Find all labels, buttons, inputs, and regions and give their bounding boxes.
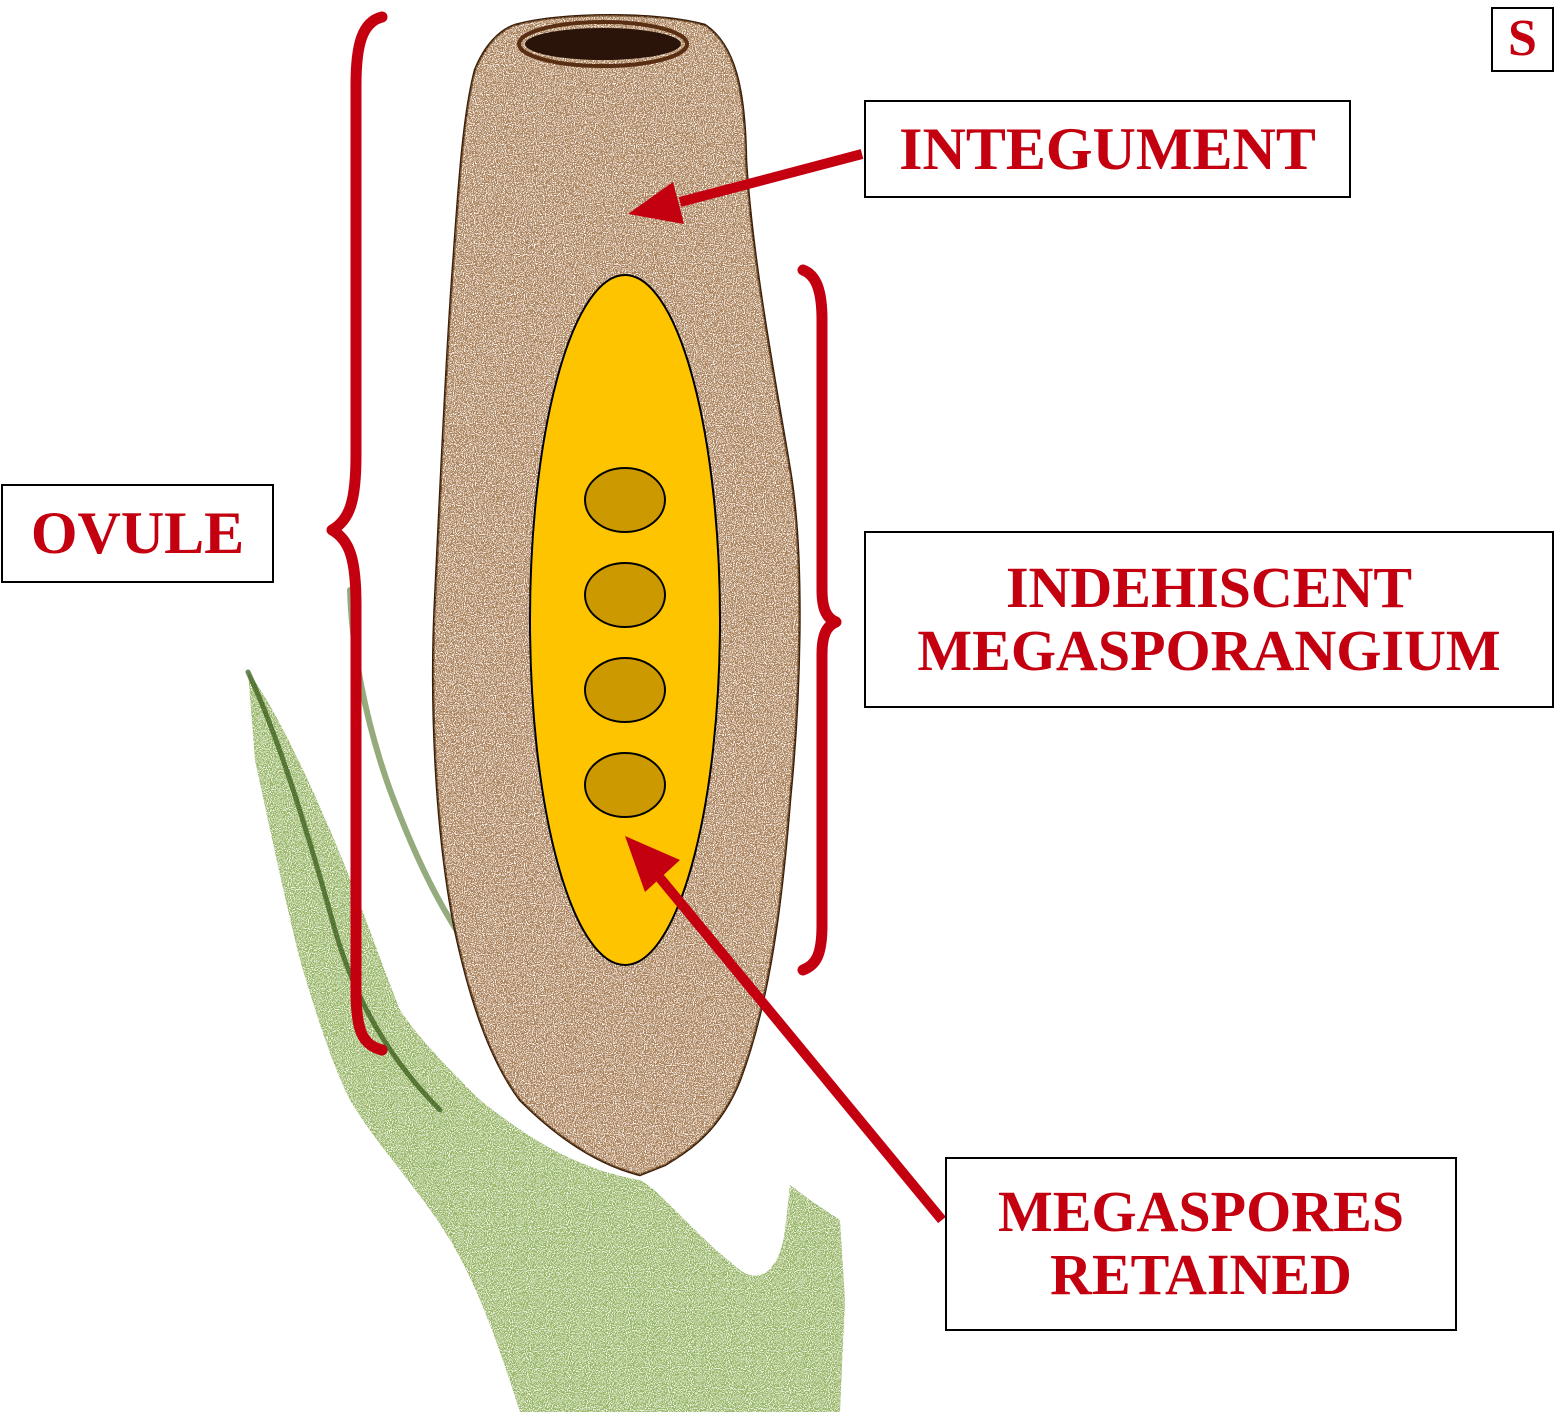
integument-label: INTEGUMENT bbox=[864, 100, 1351, 198]
megasporangium-label-line2: MEGASPORANGIUM bbox=[917, 620, 1500, 683]
megaspore bbox=[585, 658, 665, 722]
megaspores-label: MEGASPORES RETAINED bbox=[945, 1157, 1457, 1331]
megaspore bbox=[585, 468, 665, 532]
megasporangium-bracket bbox=[803, 270, 836, 970]
corner-badge-text: S bbox=[1508, 11, 1537, 67]
megaspores-label-line2: RETAINED bbox=[1050, 1244, 1352, 1307]
ovule-label: OVULE bbox=[1, 484, 274, 583]
megasporangium-label: INDEHISCENT MEGASPORANGIUM bbox=[864, 531, 1554, 708]
megaspore bbox=[585, 563, 665, 627]
micropyle bbox=[525, 28, 681, 60]
ovule-label-text: OVULE bbox=[31, 501, 244, 566]
megasporangium-label-line1: INDEHISCENT bbox=[1006, 557, 1412, 620]
integument-label-text: INTEGUMENT bbox=[899, 117, 1316, 182]
megaspore bbox=[585, 753, 665, 817]
corner-badge: S bbox=[1491, 7, 1554, 72]
megaspores-label-line1: MEGASPORES bbox=[998, 1181, 1404, 1244]
